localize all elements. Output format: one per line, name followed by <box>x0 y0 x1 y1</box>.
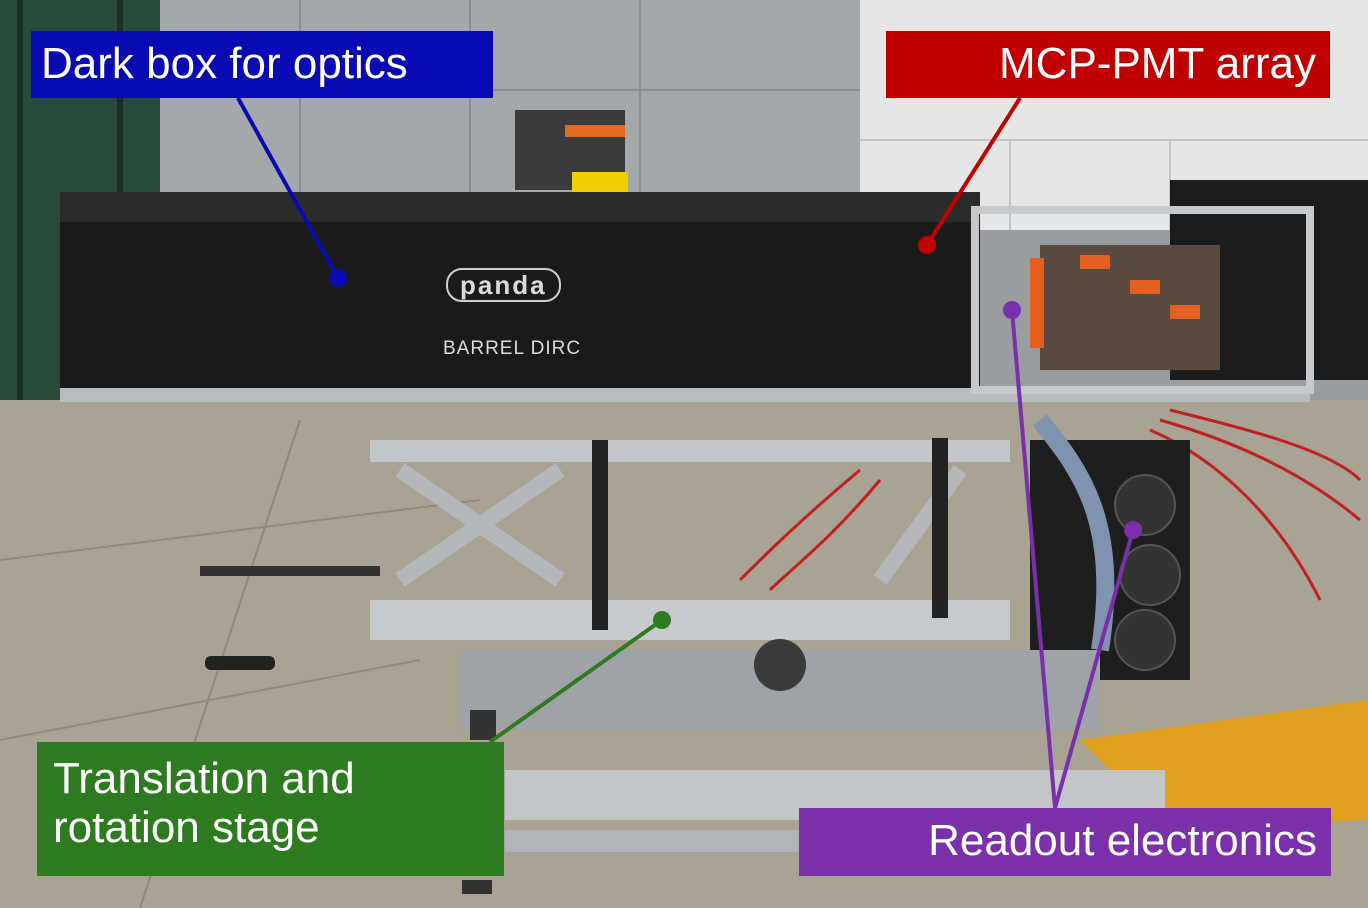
pointer-dot-readout-b <box>1124 521 1142 539</box>
stage-top-rail <box>370 440 1010 462</box>
dark-box-top <box>60 192 980 222</box>
pmt-frame <box>971 206 1314 394</box>
label-mcp-pmt: MCP-PMT array <box>886 31 1330 98</box>
caster-feet <box>462 710 496 894</box>
barrel-dirc-marking: BARREL DIRC <box>443 338 582 359</box>
pointer-line-readout-a <box>1010 309 1057 809</box>
pointer-dot-mcp <box>918 236 936 254</box>
hand-crank <box>205 656 275 670</box>
pointer-dot-readout-a <box>1003 301 1021 319</box>
label-translation-stage: Translation and rotation stage <box>37 742 504 876</box>
stage-mid-rail <box>370 600 1010 640</box>
orange-mounts <box>1030 255 1200 348</box>
pointer-line-dark-box <box>236 97 340 279</box>
stage-upright-left <box>592 440 608 630</box>
pointer-line-readout-b <box>1053 529 1135 809</box>
pointer-line-mcp <box>925 96 1022 247</box>
rotation-gear <box>754 639 806 691</box>
label-readout-electronics: Readout electronics <box>799 808 1331 876</box>
pointer-dot-dark-box <box>329 269 347 287</box>
label-dark-box: Dark box for optics <box>31 31 493 98</box>
wall-panel-left <box>160 0 860 200</box>
stage-upright-right <box>932 438 948 618</box>
dark-box-front <box>60 222 980 392</box>
pointer-line-translation <box>488 618 664 744</box>
panda-logo: panda <box>446 268 561 302</box>
orange-clamp <box>565 125 625 137</box>
blue-ribbon-cables <box>1032 414 1115 652</box>
cooling-fans <box>1114 474 1181 671</box>
translation-rod <box>200 566 380 576</box>
pointer-dot-translation <box>653 611 671 629</box>
